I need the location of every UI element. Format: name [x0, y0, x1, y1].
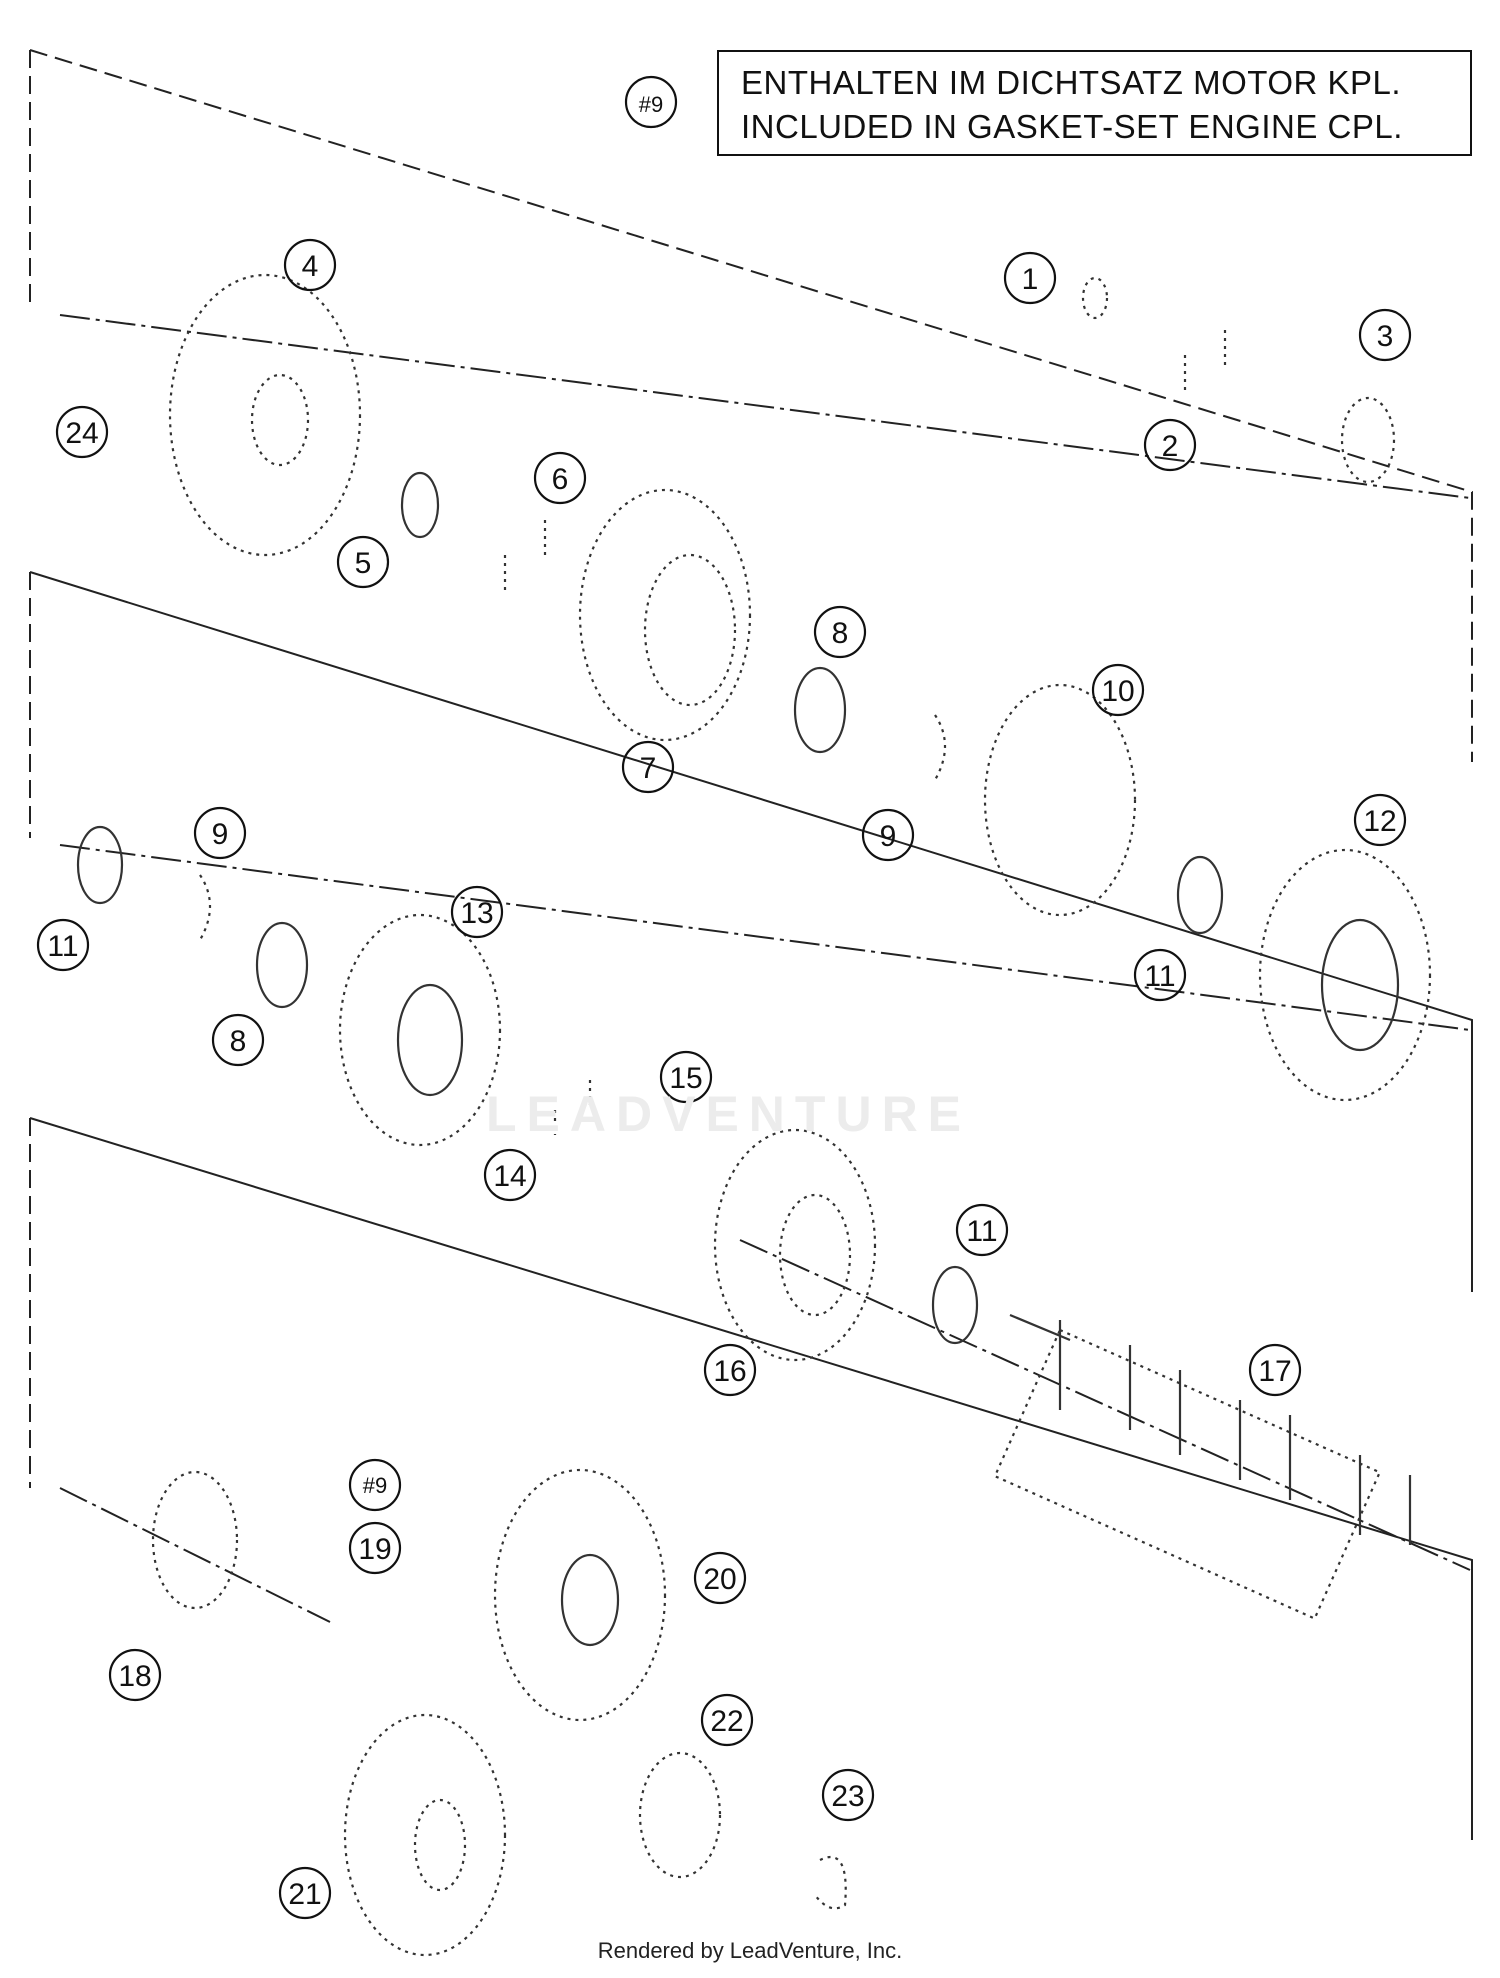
shaft-axis-main	[739, 1239, 1471, 1571]
part-22	[638, 1751, 722, 1879]
shaft-axis-3	[59, 1487, 331, 1623]
part-6	[503, 520, 547, 590]
callout-2: 2	[1162, 430, 1179, 463]
gear-16	[713, 1128, 877, 1362]
part-9-left	[199, 874, 211, 941]
part-11-right	[1176, 855, 1224, 935]
gear-16-hub	[778, 1193, 852, 1317]
callout-15: 15	[669, 1062, 702, 1095]
panel-3-outline	[29, 1117, 1473, 1840]
gear-12	[1258, 848, 1432, 1102]
part-8-top	[793, 666, 847, 754]
gear-7-hub	[643, 553, 737, 707]
gear-13	[338, 913, 502, 1147]
callout-8: 8	[832, 617, 849, 650]
callout-22: 22	[710, 1705, 743, 1738]
part-11-lower	[931, 1265, 979, 1345]
callout-18: 18	[118, 1660, 151, 1693]
callout-13: 13	[460, 897, 493, 930]
callout-4: 4	[302, 250, 319, 283]
callout-7: 7	[640, 752, 657, 785]
callout-9: 9	[880, 820, 897, 853]
gear-4	[168, 273, 362, 557]
part-8-left	[255, 921, 309, 1009]
shaft-17	[1009, 1313, 1412, 1545]
legend-line-english: INCLUDED IN GASKET-SET ENGINE CPL.	[741, 108, 1403, 145]
callout-10: 10	[1101, 675, 1134, 708]
part-5	[400, 471, 440, 539]
part-23	[814, 1855, 847, 1910]
part-3	[1340, 396, 1396, 484]
gear-7	[578, 488, 752, 742]
callout-20: 20	[703, 1563, 736, 1596]
gear-4-hub	[250, 373, 310, 467]
callout-1: 1	[1022, 263, 1039, 296]
callout-24: 24	[65, 417, 98, 450]
callout-3: 3	[1377, 320, 1394, 353]
gear-18	[151, 1470, 239, 1610]
shaft-17-body	[993, 1328, 1382, 1620]
callout-5: 5	[355, 547, 372, 580]
gear-20	[493, 1468, 667, 1722]
callout-16: 16	[713, 1355, 746, 1388]
panel-1-outline	[29, 49, 1473, 762]
watermark: LEADVENTURE	[486, 1086, 972, 1142]
callout-21: 21	[288, 1878, 321, 1911]
callout-11: 11	[1144, 960, 1175, 993]
callout-12: 12	[1363, 805, 1396, 838]
footer-credit: Rendered by LeadVenture, Inc.	[597, 1938, 903, 1963]
callout-6: 6	[552, 463, 569, 496]
callout-9-gasket: #9	[363, 1473, 387, 1498]
part-2	[1183, 330, 1227, 390]
callout-11: 11	[966, 1215, 997, 1248]
callout-9: 9	[212, 818, 229, 851]
shaft-axis-2	[59, 844, 1471, 1031]
part-1	[1081, 276, 1109, 320]
callout-19: 19	[358, 1533, 391, 1566]
callout-8: 8	[230, 1025, 247, 1058]
legend-marker: #9	[639, 92, 663, 117]
shaft-axis-1	[59, 314, 1471, 499]
gear-10	[983, 683, 1137, 917]
part-11-left	[76, 825, 124, 905]
gear-13-hub	[396, 983, 464, 1097]
legend-line-german: ENTHALTEN IM DICHTSATZ MOTOR KPL.	[741, 64, 1402, 101]
callout-11: 11	[47, 930, 78, 963]
gear-21	[343, 1713, 507, 1957]
callout-14: 14	[493, 1160, 526, 1193]
part-9-top	[934, 714, 946, 781]
callout-23: 23	[831, 1780, 864, 1813]
gear-12-hub	[1320, 918, 1400, 1052]
panel-2-outline	[29, 571, 1473, 1292]
gear-21-hub	[413, 1798, 467, 1892]
callout-17: 17	[1258, 1355, 1291, 1388]
gear-20-hub	[560, 1553, 620, 1647]
legend-box: ENTHALTEN IM DICHTSATZ MOTOR KPL. INCLUD…	[717, 50, 1472, 156]
